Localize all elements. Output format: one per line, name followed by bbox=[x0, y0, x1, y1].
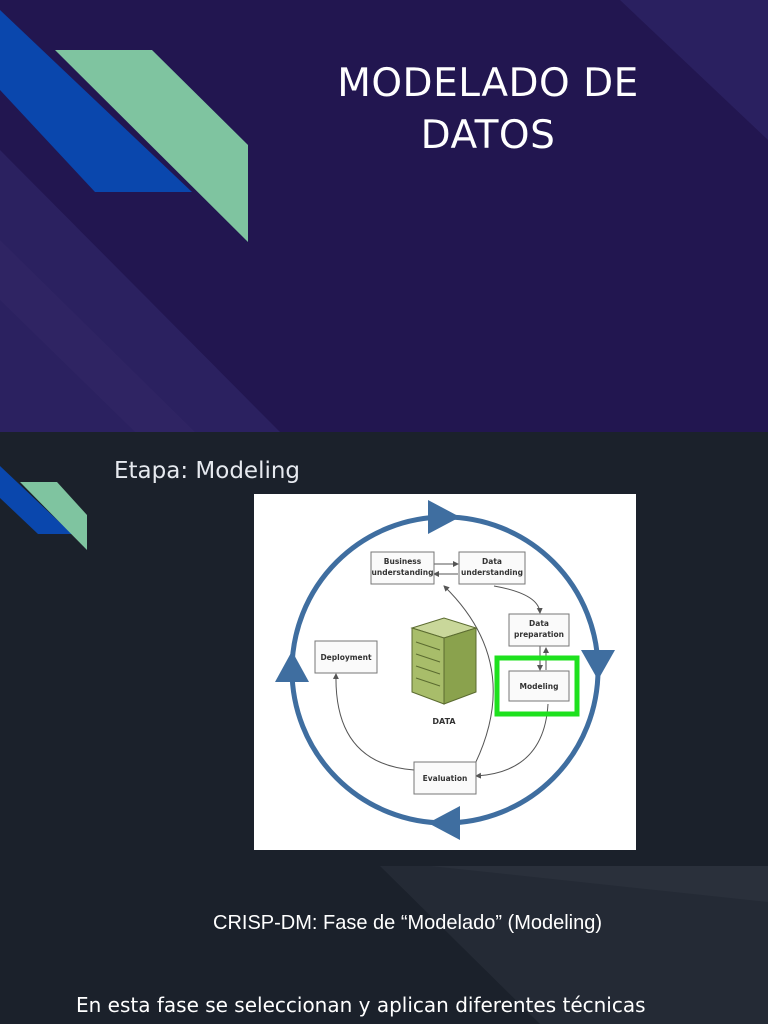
slide1-mint-shape bbox=[55, 50, 248, 242]
cycle-arrow-left bbox=[275, 651, 309, 682]
box-business-understanding bbox=[370, 551, 435, 585]
slide1-title: MODELADO DE DATOS bbox=[298, 58, 678, 162]
box-deployment bbox=[314, 640, 378, 674]
slide1-title-line1: MODELADO DE bbox=[337, 61, 639, 106]
box-data-preparation-text2: preparation bbox=[514, 630, 564, 639]
content-slide: Etapa: Modeling Busin bbox=[0, 432, 768, 1024]
box-business-text2: understanding bbox=[372, 568, 434, 577]
modeling-highlight bbox=[494, 655, 580, 717]
box-evaluation-text: Evaluation bbox=[423, 774, 468, 783]
body-text: En esta fase se seleccionan y aplican di… bbox=[76, 993, 646, 1017]
cycle-arrow-top bbox=[428, 500, 460, 534]
box-data-understanding-text1: Data bbox=[482, 557, 502, 566]
cycle-arrow-right bbox=[581, 650, 615, 680]
server-icon bbox=[410, 617, 478, 705]
slide1-title-line2: DATOS bbox=[420, 113, 556, 158]
figure-caption: CRISP-DM: Fase de “Modelado” (Modeling) bbox=[213, 912, 603, 934]
crisp-dm-figure: Business understanding Data understandin… bbox=[254, 494, 636, 850]
box-deployment-text: Deployment bbox=[320, 653, 372, 662]
box-data-preparation bbox=[508, 613, 570, 647]
slide1-blue-shape bbox=[0, 10, 192, 192]
slide2-mint-shape bbox=[20, 482, 87, 550]
box-modeling bbox=[508, 670, 570, 702]
cycle-arrow-bottom bbox=[428, 806, 460, 840]
slide2-lower-stripe bbox=[430, 866, 768, 902]
box-evaluation bbox=[413, 761, 477, 795]
box-data-understanding bbox=[458, 551, 526, 585]
crisp-dm-diagram: Business understanding Data understandin… bbox=[275, 500, 615, 840]
slide2-lower-shade bbox=[380, 866, 768, 1024]
data-label: DATA bbox=[432, 717, 456, 726]
title-slide: MODELADO DE DATOS bbox=[0, 0, 768, 432]
box-modeling-text: Modeling bbox=[520, 682, 559, 691]
slide2-blue-shape bbox=[0, 466, 72, 534]
slide1-stripe bbox=[0, 240, 195, 432]
box-business-text1: Business bbox=[384, 557, 422, 566]
stage-title: Etapa: Modeling bbox=[114, 458, 301, 484]
box-data-preparation-text1: Data bbox=[529, 619, 549, 628]
box-data-understanding-text2: understanding bbox=[461, 568, 523, 577]
slide2-decoration bbox=[0, 466, 768, 1024]
slide1-decoration bbox=[0, 0, 768, 432]
slide1-corner-shade bbox=[620, 0, 768, 140]
